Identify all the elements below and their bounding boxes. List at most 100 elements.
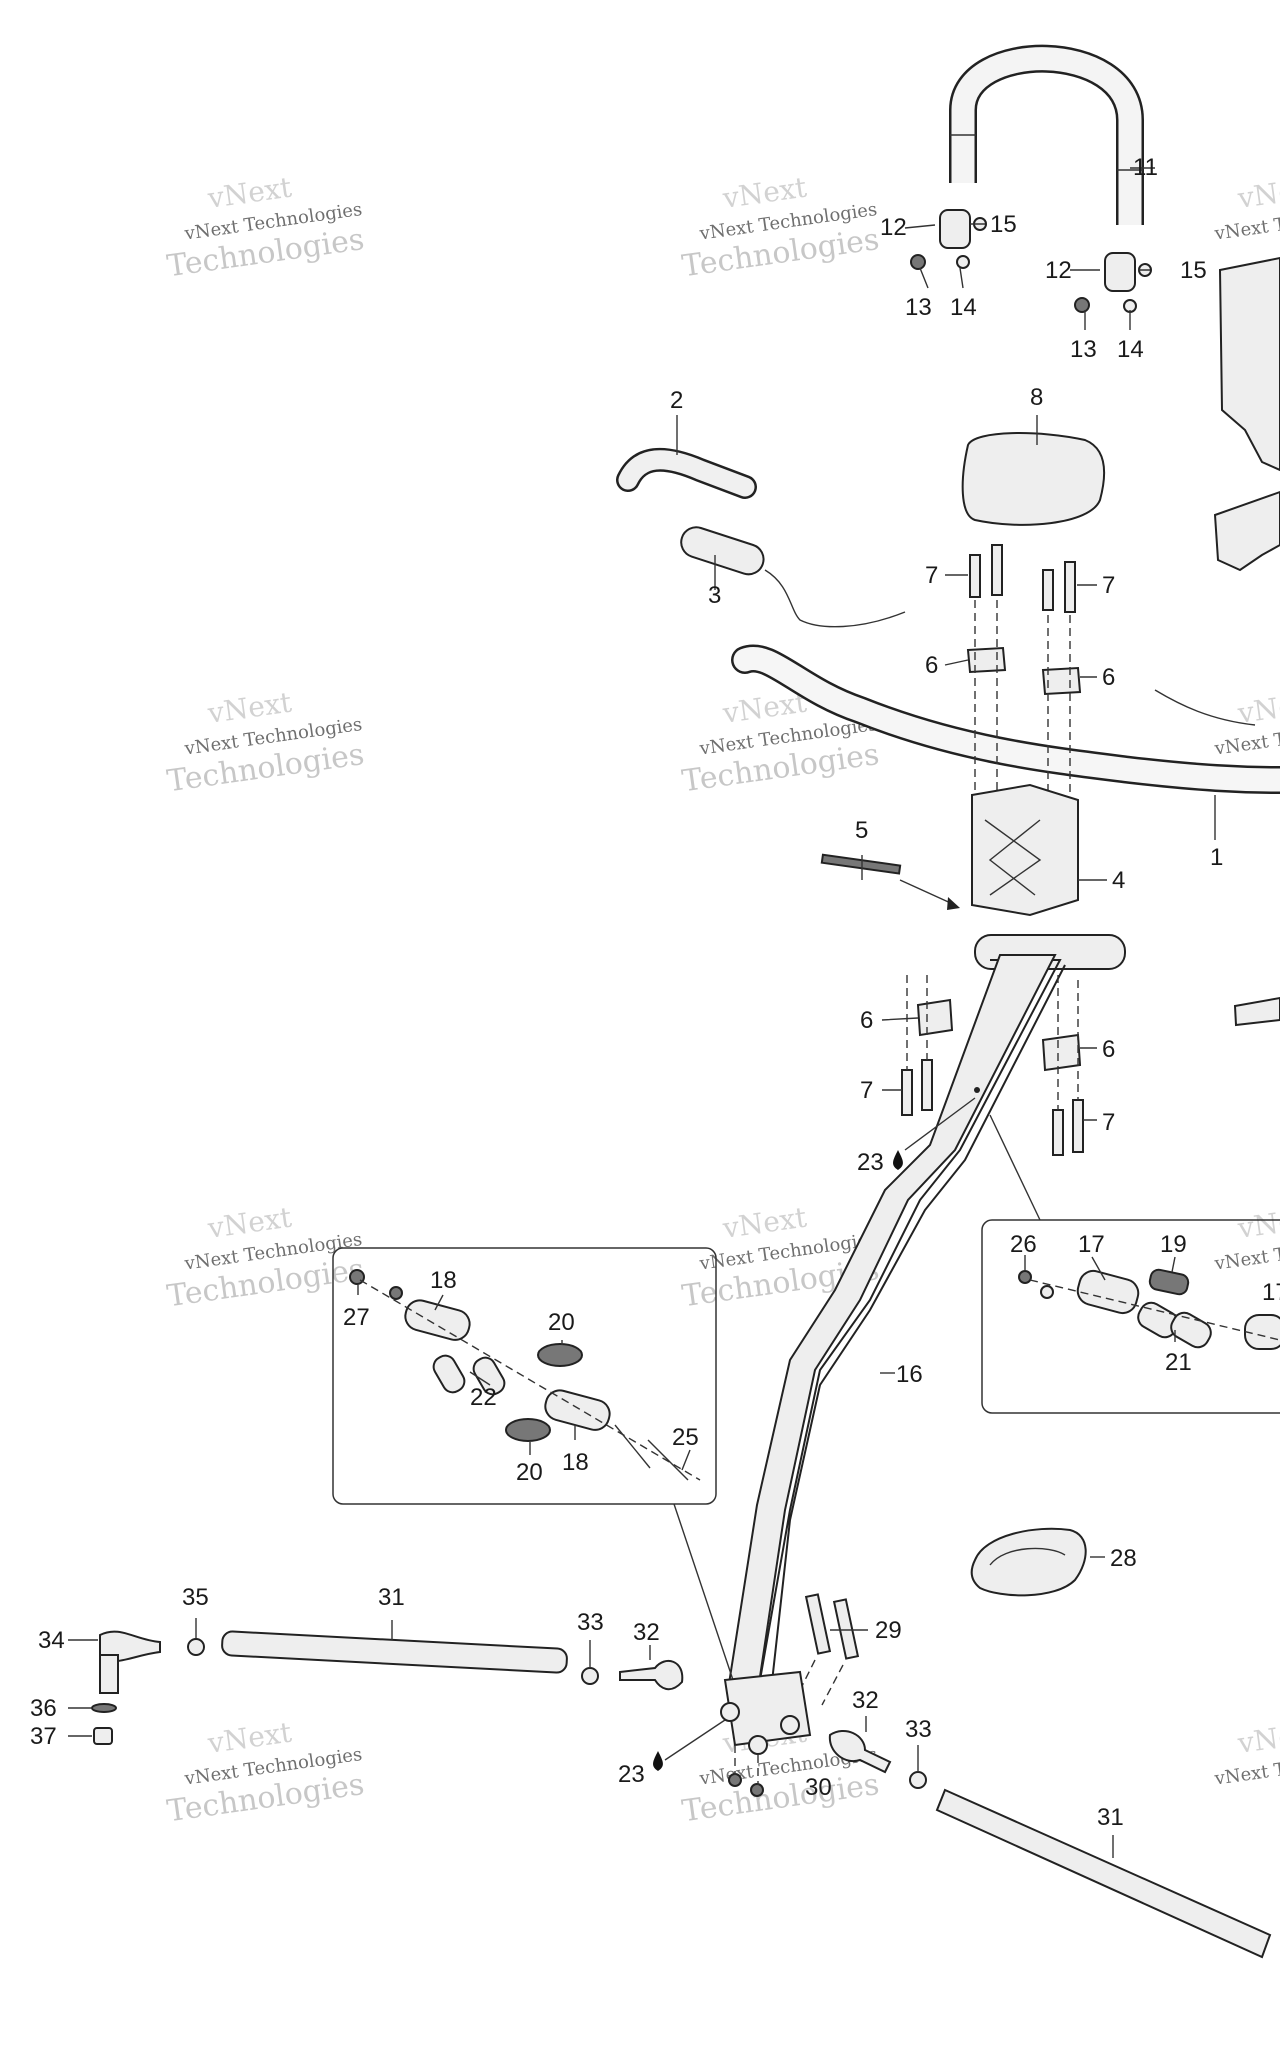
assembly-line (794, 1659, 844, 1706)
callout-7: 7 (1102, 1109, 1115, 1136)
callout-31: 31 (378, 1584, 405, 1611)
detail-right-parts (1018, 1268, 1280, 1350)
watermark: vNext vNext Technologies Technologies (165, 686, 366, 800)
watermark-line1: vNext (720, 1201, 809, 1246)
leader-lines (68, 167, 1216, 1858)
pivot-bushing (748, 1735, 768, 1755)
assembly-line (359, 1279, 701, 1481)
callout-19: 19 (1160, 1231, 1187, 1258)
pivot-bushing (720, 1702, 740, 1722)
callout-12: 12 (1045, 257, 1072, 284)
washer (1040, 1285, 1054, 1299)
throttle-cable (764, 569, 906, 628)
callout-20: 20 (548, 1309, 575, 1336)
watermark-line1: vNext (1235, 1716, 1280, 1761)
cover-plate (970, 1527, 1087, 1597)
riser-block (971, 783, 1079, 917)
callout-27: 27 (343, 1304, 370, 1331)
adhesive-strip (820, 853, 902, 875)
bolt-7 (1072, 1099, 1084, 1153)
callout-8: 8 (1030, 384, 1043, 411)
detail-left-parts (349, 1269, 701, 1481)
watermark: vNext vNext Technologies (1212, 171, 1280, 245)
bolt-7 (991, 544, 1003, 596)
watermark: vNext vNext Technologies Technologies (165, 1201, 366, 1315)
nut-30 (750, 1783, 764, 1797)
callout-22: 22 (470, 1384, 497, 1411)
nut-26 (1018, 1270, 1032, 1284)
watermark-line1: vNext (205, 1201, 294, 1246)
watermark-line1: vNext (720, 171, 809, 216)
clamp-18-upper (404, 1299, 471, 1341)
bolt-7 (921, 1059, 933, 1111)
callout-18: 18 (430, 1267, 457, 1294)
bushing-20-upper (537, 1343, 583, 1367)
bushing-19 (1148, 1268, 1190, 1296)
callout-14: 14 (1117, 336, 1144, 363)
callout-6: 6 (925, 652, 938, 679)
watermark-line1: vNext (205, 1716, 294, 1761)
ball-stud (99, 1654, 119, 1694)
bolt-13-left (910, 254, 926, 270)
callout-layer: 11 12 15 13 14 12 15 13 14 2 8 3 7 7 6 6… (30, 154, 1280, 1831)
grease-drop-icon (893, 1150, 903, 1170)
watermark: vNext vNext Technologies Technologies (680, 171, 881, 285)
watermark-line1: vNext (205, 686, 294, 731)
watermark-line1: vNext (1235, 1201, 1280, 1246)
nut-14-left (956, 255, 970, 269)
detail-box-left (332, 1247, 717, 1505)
clamp-18-lower (544, 1389, 611, 1431)
callout-15: 15 (1180, 257, 1207, 284)
arrow-head (947, 897, 960, 910)
callout-21: 21 (1165, 1349, 1192, 1376)
callout-33: 33 (905, 1716, 932, 1743)
bolt-13-right (1074, 297, 1090, 313)
bolt-29 (832, 1598, 860, 1660)
grease-arrow (664, 1719, 726, 1761)
clamp-right (1074, 252, 1152, 313)
callout-29: 29 (875, 1617, 902, 1644)
lower-clamp-left (916, 998, 954, 1037)
cropped-block-right (1233, 996, 1280, 1027)
lower-clamp-right (1041, 1033, 1082, 1072)
callout-37: 37 (30, 1723, 57, 1750)
upper-bolts (969, 544, 1076, 613)
callout-14: 14 (950, 294, 977, 321)
watermark: vNext vNext Technologies (1212, 1201, 1280, 1275)
callout-34: 34 (38, 1627, 65, 1654)
bolt-25 (614, 1424, 651, 1469)
bolt-7 (1042, 569, 1054, 611)
callout-6: 6 (860, 1007, 873, 1034)
strip-arrow (899, 879, 956, 906)
callout-2: 2 (670, 387, 683, 414)
cable-right (1154, 689, 1256, 726)
detail-leader (989, 1114, 1041, 1221)
bolt-25 (647, 1439, 689, 1481)
watermark-line1: vNext (1235, 171, 1280, 216)
assembly-line (974, 600, 1071, 820)
detail-leader (673, 1503, 734, 1681)
callout-7: 7 (925, 562, 938, 589)
bolt-7 (1064, 561, 1076, 613)
parts-layer (68, 44, 1280, 1959)
upper-clamp-left (966, 646, 1007, 674)
callout-33: 33 (577, 1609, 604, 1636)
watermark: vNext vNext Technologies (1212, 1716, 1280, 1790)
callout-28: 28 (1110, 1545, 1137, 1572)
bolt-7 (969, 554, 981, 598)
grease-point (974, 1087, 980, 1093)
grease-arrow (904, 1097, 976, 1151)
callout-3: 3 (708, 582, 721, 609)
grab-bar-band (950, 134, 1143, 171)
riser-web (984, 819, 1042, 896)
watermark: vNext vNext Technologies Technologies (165, 171, 366, 285)
bolt-7 (1052, 1109, 1064, 1156)
callout-25: 25 (672, 1424, 699, 1451)
callout-26: 26 (1010, 1231, 1037, 1258)
sleeve-22 (472, 1356, 506, 1396)
detail-box-right (981, 1219, 1280, 1414)
washer-36 (91, 1703, 117, 1713)
bolt-7 (901, 1069, 913, 1116)
callout-31: 31 (1097, 1804, 1124, 1831)
